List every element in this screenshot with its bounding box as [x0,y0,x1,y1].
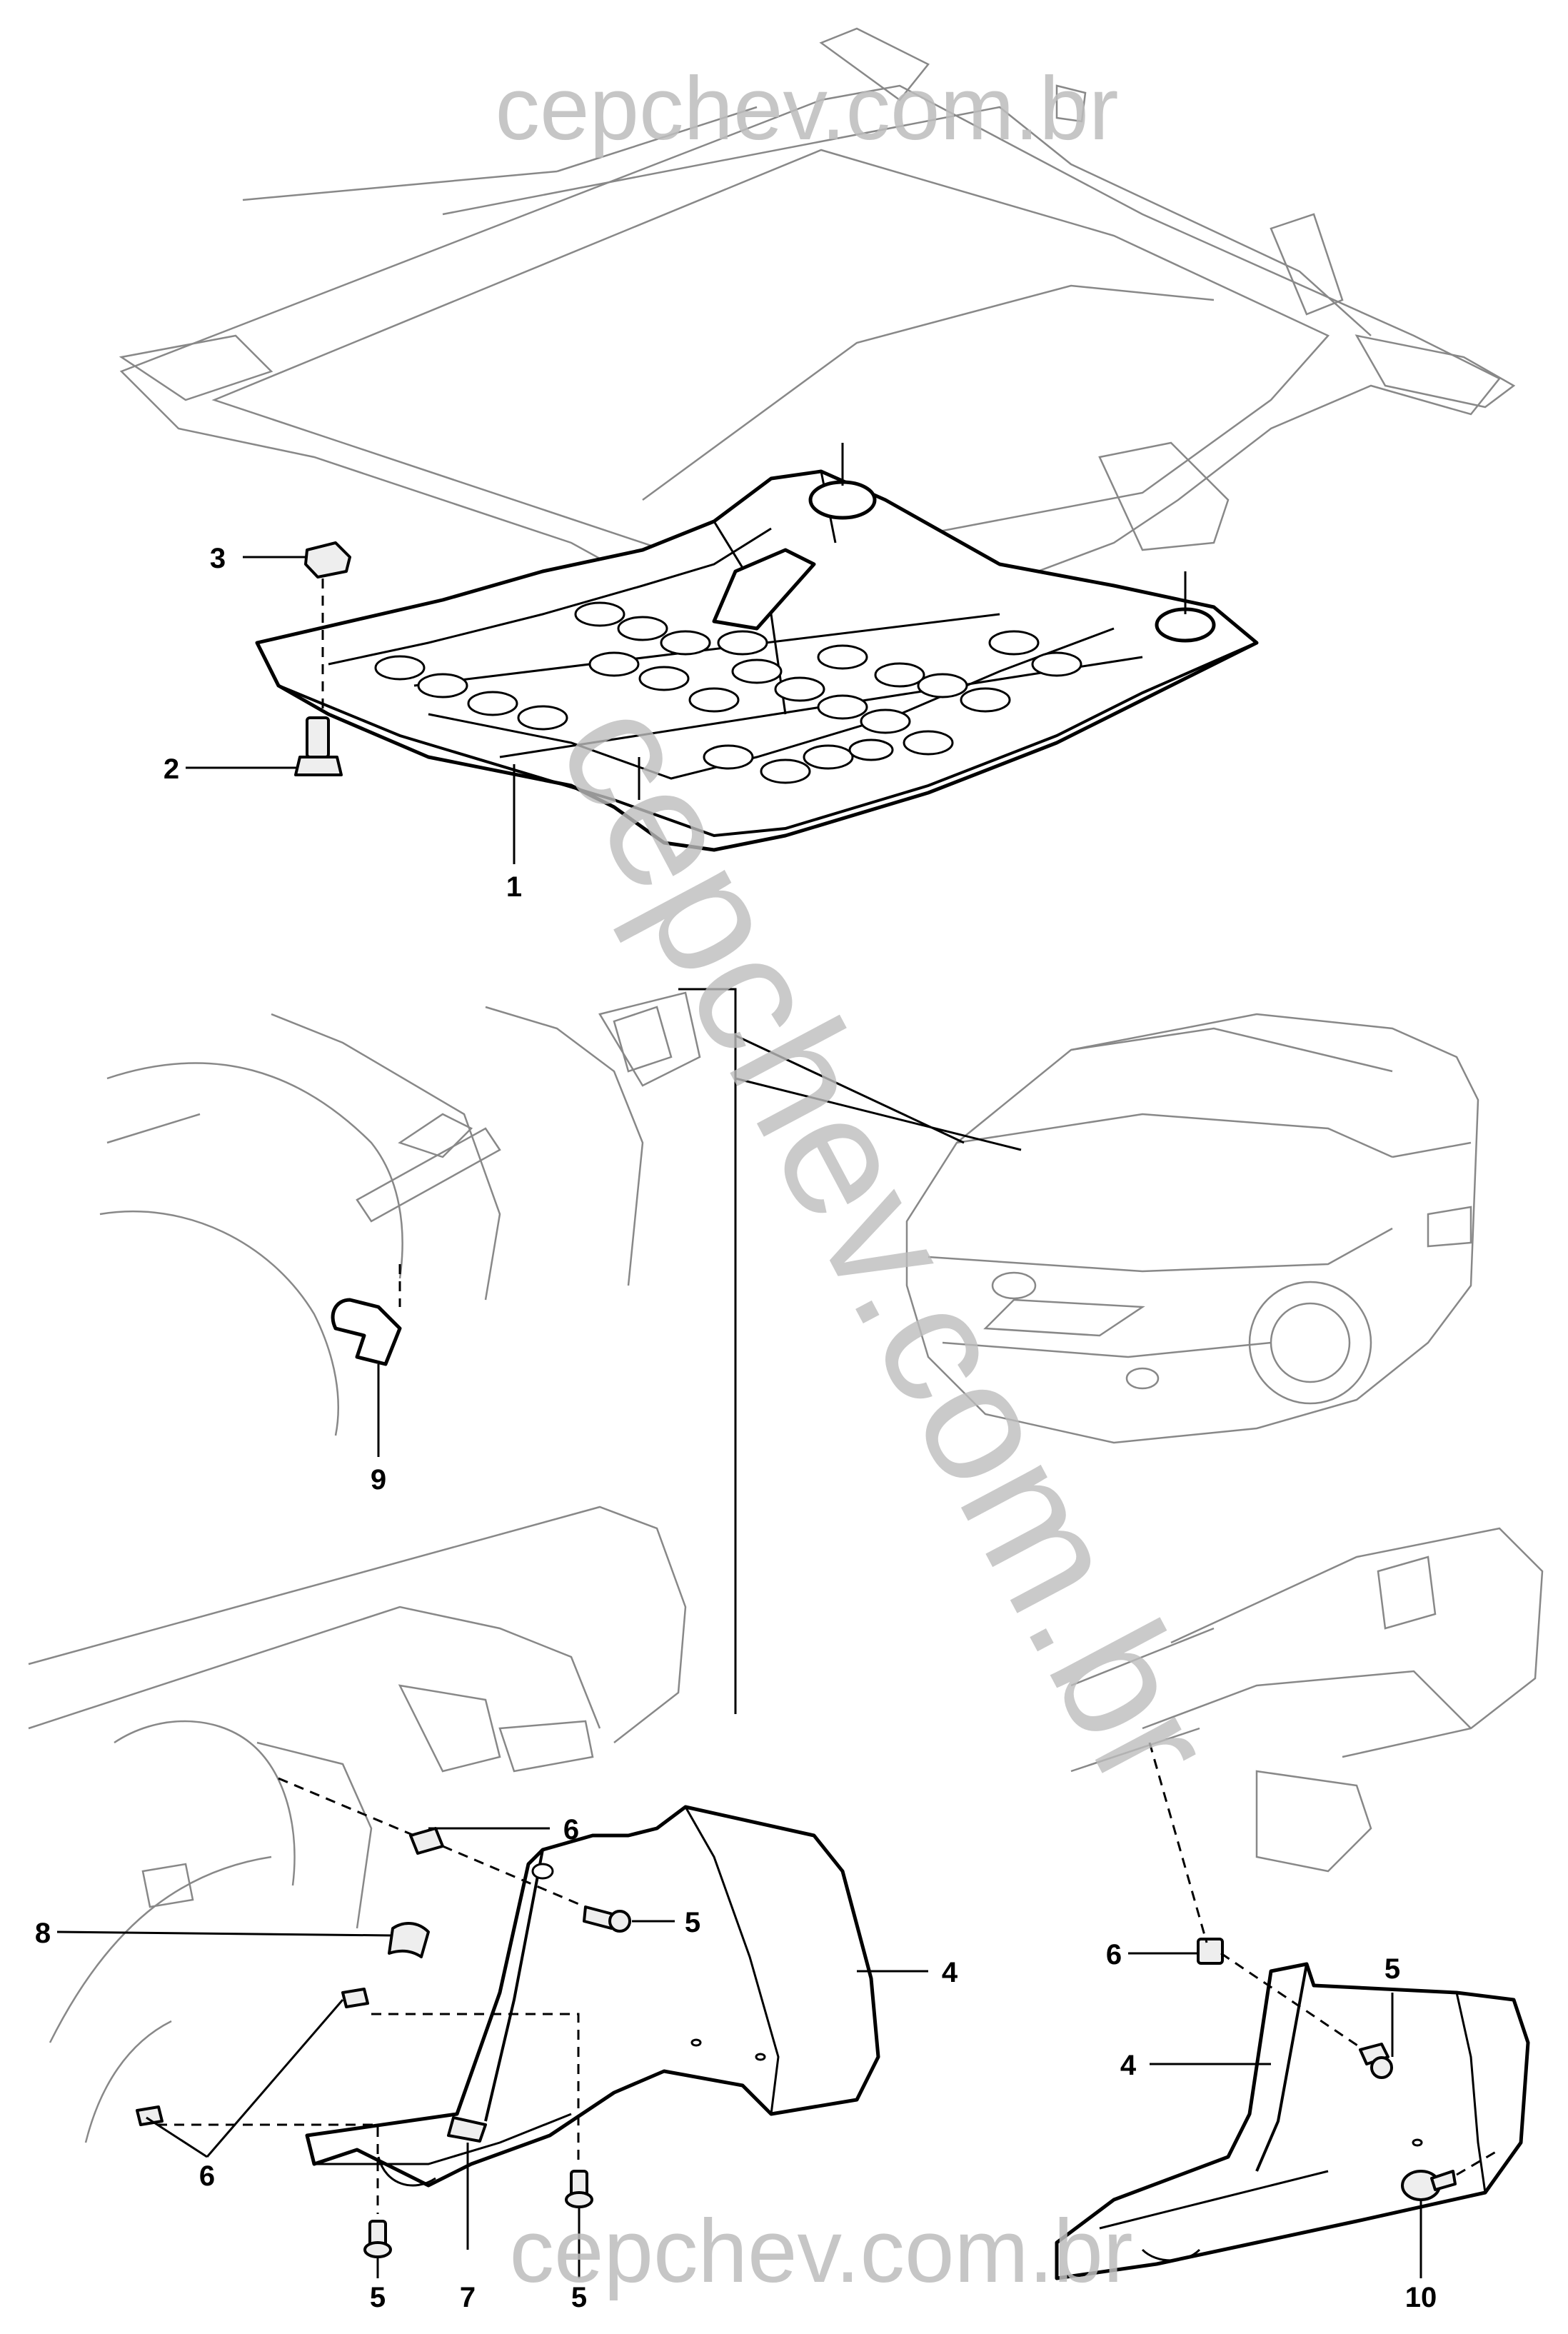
callout-5-right: 5 [685,1907,700,1938]
guide-line-10 [1456,2148,1500,2176]
callout-5-lower-right: 5 [571,2282,587,2313]
vehicle-illustration [905,1013,1479,1444]
callout-5-lower-left: 5 [370,2282,386,2313]
callout-2: 2 [164,753,179,785]
clip-9 [331,1298,402,1366]
subframe-illustration [119,27,1516,623]
wheel-arch-liner-right [1055,1962,1530,2280]
guide-line-5-lower-right [371,2013,580,2164]
wheel-arch-illustration [99,991,701,1436]
callout-3: 3 [210,543,226,574]
leader-6-mid [206,1999,344,2158]
screw-5-lower-left [363,2220,392,2258]
callout-4-left: 4 [942,1957,958,1988]
callout-1: 1 [506,871,522,903]
rivet-10 [1401,2170,1457,2201]
detail-pointer [613,988,1022,1714]
pad-7 [447,2116,487,2143]
callout-7: 7 [460,2282,476,2313]
screw-5-right [583,1905,631,1933]
leader-8 [56,1930,393,1937]
wheel-arch-liner-left [305,1805,880,2188]
guide-line-6-top [278,1777,415,1837]
clip-6-middle [341,1988,369,2008]
underbody-shield [255,469,1259,852]
clip-6-right [1197,1938,1224,1965]
callout-5-right-side: 5 [1384,1953,1400,1985]
fastener-6-top [409,1827,444,1855]
watermark-bottom: cepchev.com.br [509,2202,1132,2301]
callout-9: 9 [371,1464,386,1496]
guide-line-5-lower-left [157,2123,379,2214]
guide-line-5-right-side [1220,1952,1365,2051]
bolt-2 [294,716,343,776]
callout-6-top: 6 [563,1814,579,1845]
side-body-illustration [1070,1527,1544,1873]
front-body-illustration [28,1506,687,2143]
callout-10: 10 [1405,2282,1437,2313]
watermark-top: cepchev.com.br [495,59,1118,159]
cage-nut-3 [304,541,351,579]
guide-line-5-right [442,1845,586,1908]
guide-line-6-right [1148,1742,1208,1943]
callout-6-right: 6 [1106,1939,1122,1970]
callout-6-lower: 6 [199,2160,215,2192]
callout-8: 8 [35,1918,51,1949]
leader-6-low [146,2116,208,2158]
seal-8 [388,1922,430,1958]
screw-5-right-side [1359,2043,1393,2079]
clip-6-lower [136,2105,164,2126]
callout-4-right: 4 [1120,2050,1137,2081]
screw-5-lower-right [565,2170,593,2208]
